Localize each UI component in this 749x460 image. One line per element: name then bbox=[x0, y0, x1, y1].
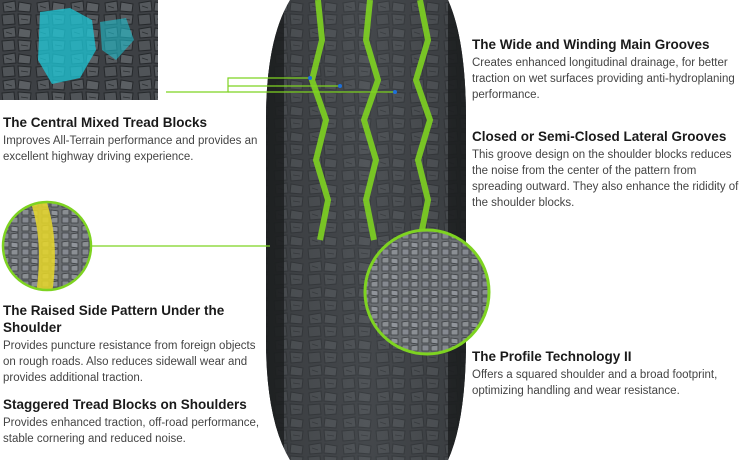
feature-description: Creates enhanced longitudinal drainage, … bbox=[472, 57, 735, 101]
feature-title: Closed or Semi-Closed Lateral Grooves bbox=[472, 129, 727, 144]
feature-raised-side-pattern: The Raised Side Pattern Under the Should… bbox=[3, 302, 265, 386]
pointer-dot bbox=[393, 90, 397, 94]
feature-title: The Wide and Winding Main Grooves bbox=[472, 37, 710, 52]
feature-description: This groove design on the shoulder block… bbox=[472, 149, 739, 209]
connector-lines bbox=[92, 77, 395, 247]
pointer-dot bbox=[308, 76, 312, 80]
shoulder-circle-image bbox=[363, 228, 491, 356]
feature-title: The Raised Side Pattern Under the Should… bbox=[3, 303, 225, 335]
sidewall-circle-image bbox=[1, 200, 93, 292]
feature-title: The Central Mixed Tread Blocks bbox=[3, 115, 208, 130]
feature-profile-technology: The Profile Technology II Offers a squar… bbox=[472, 348, 732, 399]
feature-lateral-grooves: Closed or Semi-Closed Lateral Grooves Th… bbox=[472, 128, 747, 211]
central-tread-closeup-image bbox=[0, 0, 158, 100]
feature-description: Provides enhanced traction, off-road per… bbox=[3, 417, 260, 445]
pointer-dot bbox=[338, 84, 342, 88]
feature-description: Improves All-Terrain performance and pro… bbox=[3, 135, 258, 163]
feature-staggered-blocks: Staggered Tread Blocks on Shoulders Prov… bbox=[3, 396, 273, 447]
feature-central-tread: The Central Mixed Tread Blocks Improves … bbox=[3, 114, 278, 165]
feature-description: Provides puncture resistance from foreig… bbox=[3, 340, 256, 384]
feature-description: Offers a squared shoulder and a broad fo… bbox=[472, 369, 718, 397]
feature-title: The Profile Technology II bbox=[472, 349, 632, 364]
feature-main-grooves: The Wide and Winding Main Grooves Create… bbox=[472, 36, 742, 103]
feature-title: Staggered Tread Blocks on Shoulders bbox=[3, 397, 247, 412]
